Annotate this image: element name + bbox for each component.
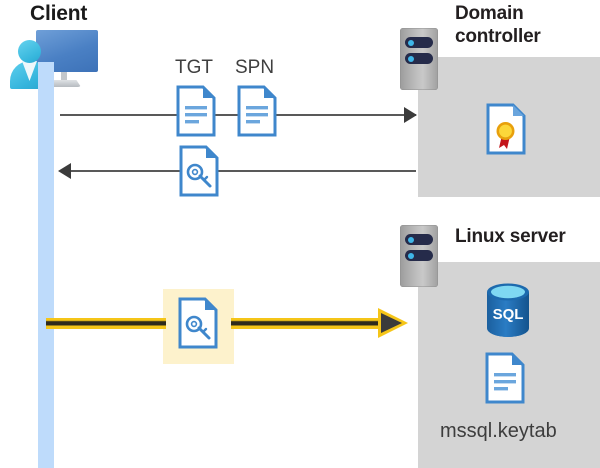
document-icon-tgt: [176, 85, 216, 137]
document-key-icon-request: [178, 297, 218, 349]
document-icon-spn: [237, 85, 277, 137]
document-icon-keytab: [485, 352, 525, 404]
client-lifeline: [38, 62, 54, 468]
person-head-icon: [18, 40, 41, 63]
arrowhead-right-icon: [381, 313, 402, 333]
label-spn: SPN: [235, 57, 275, 78]
server-bay-bottom: [405, 250, 433, 261]
document-key-icon-response: [179, 145, 219, 197]
server-led-icon: [408, 55, 414, 62]
server-bay-bottom: [405, 53, 433, 64]
monitor-base-icon: [48, 80, 81, 87]
server-led-icon: [408, 236, 414, 243]
flow-line-ticket-response: [60, 170, 416, 172]
page-title-client: Client: [30, 2, 88, 25]
page-title-domain-controller: Domain controller: [455, 3, 541, 47]
server-led-icon: [408, 252, 414, 259]
server-bay-top: [405, 37, 433, 48]
flow-line-ticket-to-linux-right: [231, 318, 381, 329]
keytab-filename-label: mssql.keytab: [440, 420, 557, 442]
server-rack-icon-linux: [400, 225, 438, 287]
flow-line-ticket-to-linux-left: [46, 318, 166, 329]
server-bay-top: [405, 234, 433, 245]
label-tgt: TGT: [175, 57, 213, 78]
server-led-icon: [408, 39, 414, 46]
sql-database-icon: SQL: [484, 283, 532, 337]
arrowhead-right-icon: [404, 107, 417, 123]
monitor-stand-icon: [61, 72, 67, 81]
server-rack-icon-domain-controller: [400, 28, 438, 90]
sql-label: SQL: [493, 306, 524, 323]
certificate-document-icon: [486, 103, 526, 155]
page-title-linux-server: Linux server: [455, 226, 566, 247]
arrowhead-left-icon: [58, 163, 71, 179]
